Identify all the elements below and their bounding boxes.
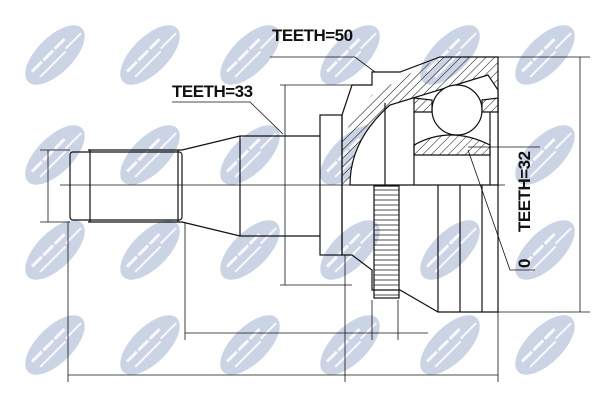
ajs-parts-watermark bbox=[515, 25, 575, 85]
ajs-parts-watermark bbox=[220, 25, 280, 85]
ajs-parts-watermark bbox=[420, 220, 480, 280]
ajs-parts-watermark bbox=[320, 25, 380, 85]
abs-ring bbox=[373, 185, 400, 299]
ball bbox=[431, 84, 483, 136]
ajs-parts-watermark bbox=[120, 25, 180, 85]
ajs-parts-watermark bbox=[515, 315, 575, 375]
ajs-parts-watermark bbox=[420, 315, 480, 375]
ring-label: 0 bbox=[515, 259, 534, 268]
teeth-outer-label: TEETH=50 bbox=[272, 26, 353, 45]
ajs-parts-watermark bbox=[120, 220, 180, 280]
ajs-parts-watermark bbox=[515, 125, 575, 185]
ajs-parts-watermark bbox=[120, 315, 180, 375]
teeth-shaft-label: TEETH=33 bbox=[172, 82, 253, 101]
shaft-taper bbox=[181, 135, 320, 151]
ajs-parts-watermark bbox=[25, 125, 85, 185]
ajs-parts-watermark bbox=[120, 125, 180, 185]
shaft-thread bbox=[69, 151, 183, 221]
ajs-parts-watermark bbox=[515, 220, 575, 280]
ajs-parts-watermark bbox=[320, 315, 380, 375]
ajs-parts-watermark bbox=[320, 220, 380, 280]
ajs-parts-watermark bbox=[25, 25, 85, 85]
teeth-inner-label: TEETH=32 bbox=[515, 151, 534, 232]
ajs-parts-watermark bbox=[220, 315, 280, 375]
ajs-parts-watermark bbox=[220, 125, 280, 185]
ajs-parts-watermark bbox=[25, 220, 85, 280]
ajs-parts-watermark bbox=[25, 315, 85, 375]
